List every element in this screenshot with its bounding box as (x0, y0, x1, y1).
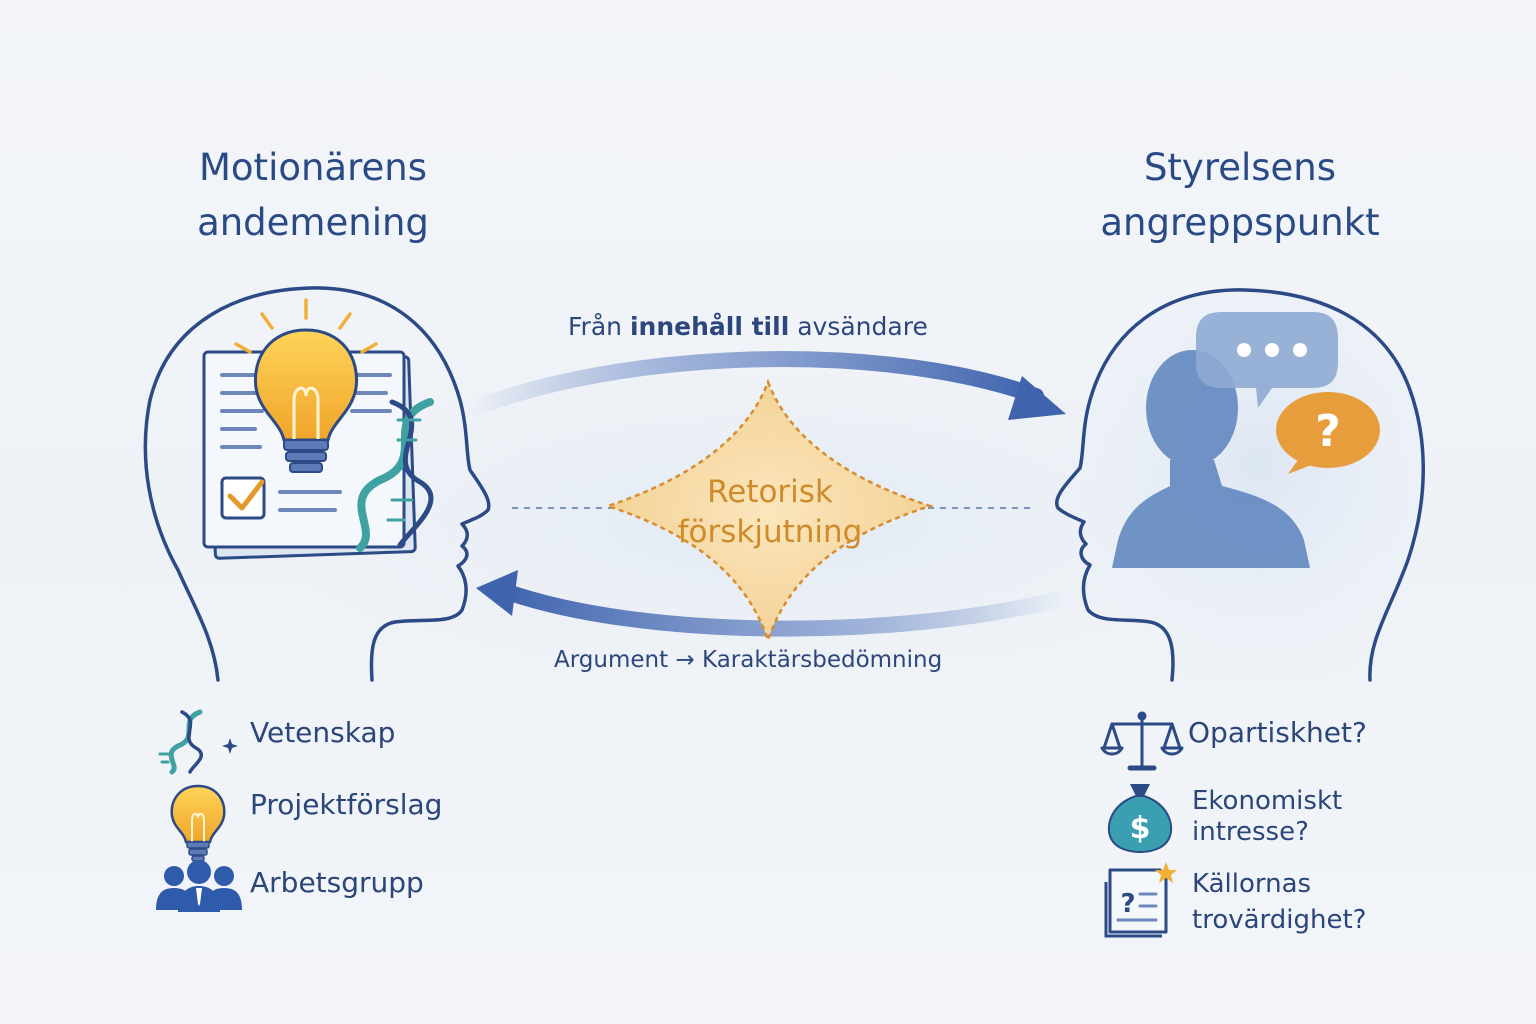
rhetorical-shift-line2: förskjutning (677, 514, 863, 550)
right-title-line1: Styrelsens (1143, 146, 1337, 189)
ekonomiskt-line1: Ekonomiskt (1192, 786, 1343, 816)
questioned-document-icon: ? (1104, 862, 1177, 938)
checkbox-icon (220, 476, 266, 520)
svg-text:?: ? (1120, 889, 1135, 919)
ekonomiskt-line2: intresse? (1192, 817, 1309, 847)
top-arrow-label-pre: Från (568, 312, 623, 341)
list-item-vetenskap: Vetenskap (250, 716, 396, 749)
bottom-arrow-label: Argument → Karaktärsbedömning (554, 647, 942, 673)
lightbulb-large-icon (234, 298, 378, 473)
right-title-line2: angreppspunkt (1100, 201, 1380, 244)
left-title-line2: andemening (197, 201, 429, 244)
money-bag-icon: $ (1107, 784, 1173, 854)
rhetorical-shift-diamond (604, 378, 935, 644)
list-item-opartiskhet: Opartiskhet? (1188, 716, 1367, 749)
top-arrow-label-post: avsändare (797, 312, 928, 341)
speech-bubble-ellipsis-icon (1196, 312, 1338, 408)
team-icon (156, 860, 242, 912)
bottom-arrow-separator: → (675, 647, 695, 673)
lightbulb-icon (170, 784, 226, 862)
top-arrow-label-bold: innehåll till (629, 312, 790, 341)
list-item-projektforslag: Projektförslag (250, 788, 443, 821)
left-title: Motionärens andemening (148, 140, 478, 250)
bottom-arrow-label-to: Karaktärsbedömning (702, 647, 943, 673)
list-item-kallornas-trovardighet: Källornas trovärdighet? (1192, 866, 1366, 938)
rhetorical-shift-line1: Retorisk (707, 474, 833, 510)
right-head-outline (1054, 288, 1425, 682)
scales-icon (1100, 711, 1184, 771)
dna-icon (158, 709, 238, 775)
right-title: Styrelsens angreppspunkt (1070, 140, 1410, 250)
top-arrow-label: Från innehåll till avsändare (568, 312, 928, 341)
svg-text:?: ? (1315, 406, 1341, 457)
left-head-outline (143, 286, 491, 682)
kallornas-line1: Källornas (1192, 869, 1312, 899)
dna-helix-icon (356, 398, 434, 552)
top-arrow (462, 351, 1066, 420)
svg-text:$: $ (1130, 811, 1151, 846)
bottom-arrow-label-from: Argument (554, 647, 669, 673)
list-item-arbetsgrupp: Arbetsgrupp (250, 866, 424, 899)
list-item-ekonomiskt-intresse: Ekonomiskt intresse? (1192, 786, 1342, 848)
left-title-line1: Motionärens (199, 146, 427, 189)
question-bubble-icon: ? (1276, 392, 1380, 474)
rhetorical-shift-label: Retorisk förskjutning (640, 472, 900, 552)
kallornas-line2: trovärdighet? (1192, 905, 1367, 935)
